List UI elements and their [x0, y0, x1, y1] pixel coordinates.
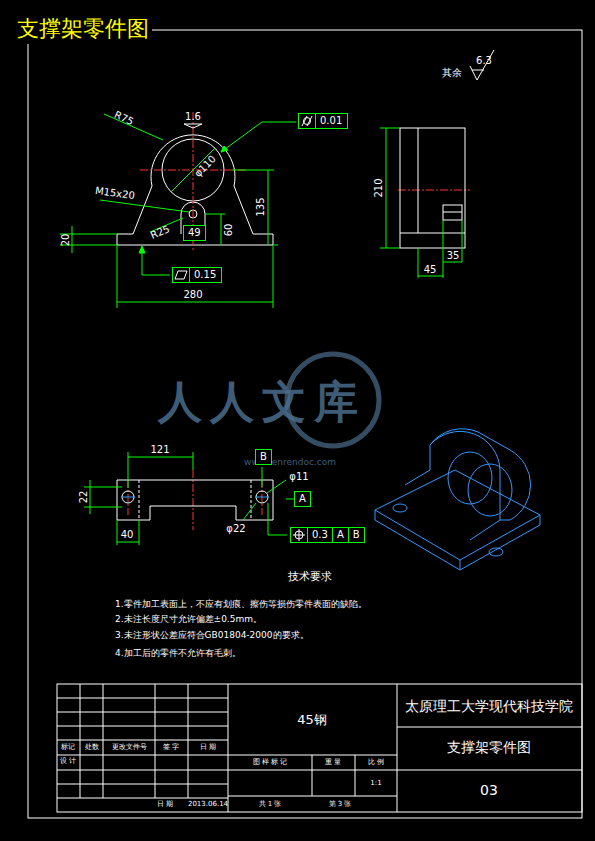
watermark: 人人文库 [158, 378, 366, 426]
table-cell: 图 样 标 记 [253, 759, 288, 767]
diameter-dimension: φ22 [226, 523, 245, 534]
technical-note: 2.未注长度尺寸允许偏差±0.5mm。 [115, 615, 262, 625]
roughness-symbol [470, 50, 494, 80]
title-block [57, 684, 582, 812]
dimension-box: 49 [183, 225, 206, 241]
datum-box: A [294, 491, 311, 507]
table-cell: 处数 [85, 744, 99, 752]
frame-text: B [348, 528, 364, 542]
thread-callout: M15x20 [94, 185, 135, 201]
drawing-number: 03 [480, 783, 498, 798]
table-cell: 更改文件号 [112, 744, 147, 752]
tolerance-frame: 0.01 [298, 113, 348, 129]
isometric-view [375, 429, 540, 570]
table-cell: 1:1 [370, 780, 381, 788]
notes-heading: 技术要求 [288, 571, 332, 583]
dimension: 45 [424, 264, 437, 275]
dimension: 121 [150, 444, 169, 455]
technical-note: 1.零件加工表面上，不应有划痕、擦伤等损伤零件表面的缺陷。 [115, 600, 367, 610]
frame-text: 49 [184, 226, 205, 240]
tolerance-symbol [291, 528, 307, 542]
dimension: 210 [373, 178, 384, 197]
dimension: 280 [183, 289, 202, 300]
radius-dimension: R25 [149, 223, 171, 241]
table-cell: 签 字 [163, 744, 179, 752]
sheet-border [28, 30, 582, 818]
dimension: 60 [223, 224, 234, 237]
roughness-note: 其余 [442, 67, 462, 78]
frame-text: 0.15 [189, 268, 220, 282]
institution: 太原理工大学现代科技学院 [405, 699, 573, 714]
diameter-dimension: φ110 [192, 153, 218, 179]
table-cell: 2013.06.14 [188, 801, 228, 809]
hole-centre-marks [121, 497, 269, 498]
tolerance-symbol [173, 268, 189, 282]
material: 45钢 [297, 713, 327, 727]
sheet-title: 支撑架零件图 [14, 14, 152, 44]
table-cell: 重 量 [325, 759, 341, 767]
technical-note: 4.加工后的零件不允许有毛刺。 [115, 649, 241, 659]
dimension: 40 [121, 529, 134, 540]
table-cell: 日 期 [157, 801, 173, 809]
table-cell: 共 1 张 [259, 801, 282, 809]
tolerance-frame: 0.15 [172, 267, 222, 283]
roughness-symbol [184, 124, 202, 128]
table-cell: 设 计 [60, 758, 76, 766]
table-cell: 日 期 [200, 744, 216, 752]
drawing-name: 支撑架零件图 [447, 740, 531, 755]
roughness-value: 6.3 [476, 55, 492, 66]
bottom-view [117, 480, 273, 520]
center-lines [128, 112, 470, 530]
frame-text: B [256, 450, 271, 464]
frame-text: 0.3 [307, 528, 332, 542]
table-cell: 比 例 [368, 759, 384, 767]
dimension-lines [380, 128, 462, 278]
frame-text: 0.01 [315, 114, 346, 128]
roughness-value: 1.6 [185, 111, 201, 122]
dimension: 20 [60, 234, 71, 247]
side-view [400, 128, 465, 248]
dimension: 35 [447, 250, 460, 261]
technical-note: 3.未注形状公差应符合GB01804-2000的要求。 [115, 631, 309, 641]
dimension: 135 [255, 197, 266, 216]
frame-text: A [332, 528, 348, 542]
dimension-lines [60, 114, 296, 308]
dimension: 22 [78, 491, 89, 504]
table-cell: 第 3 张 [329, 801, 352, 809]
tolerance-symbol [299, 114, 315, 128]
frame-text: A [295, 492, 310, 506]
radius-dimension: R75 [113, 109, 135, 127]
front-view [117, 135, 273, 245]
datum-box: B [255, 449, 272, 465]
table-cell: 标记 [61, 744, 75, 752]
tolerance-frame: 0.3AB [290, 527, 365, 543]
diameter-dimension: φ11 [289, 471, 308, 482]
